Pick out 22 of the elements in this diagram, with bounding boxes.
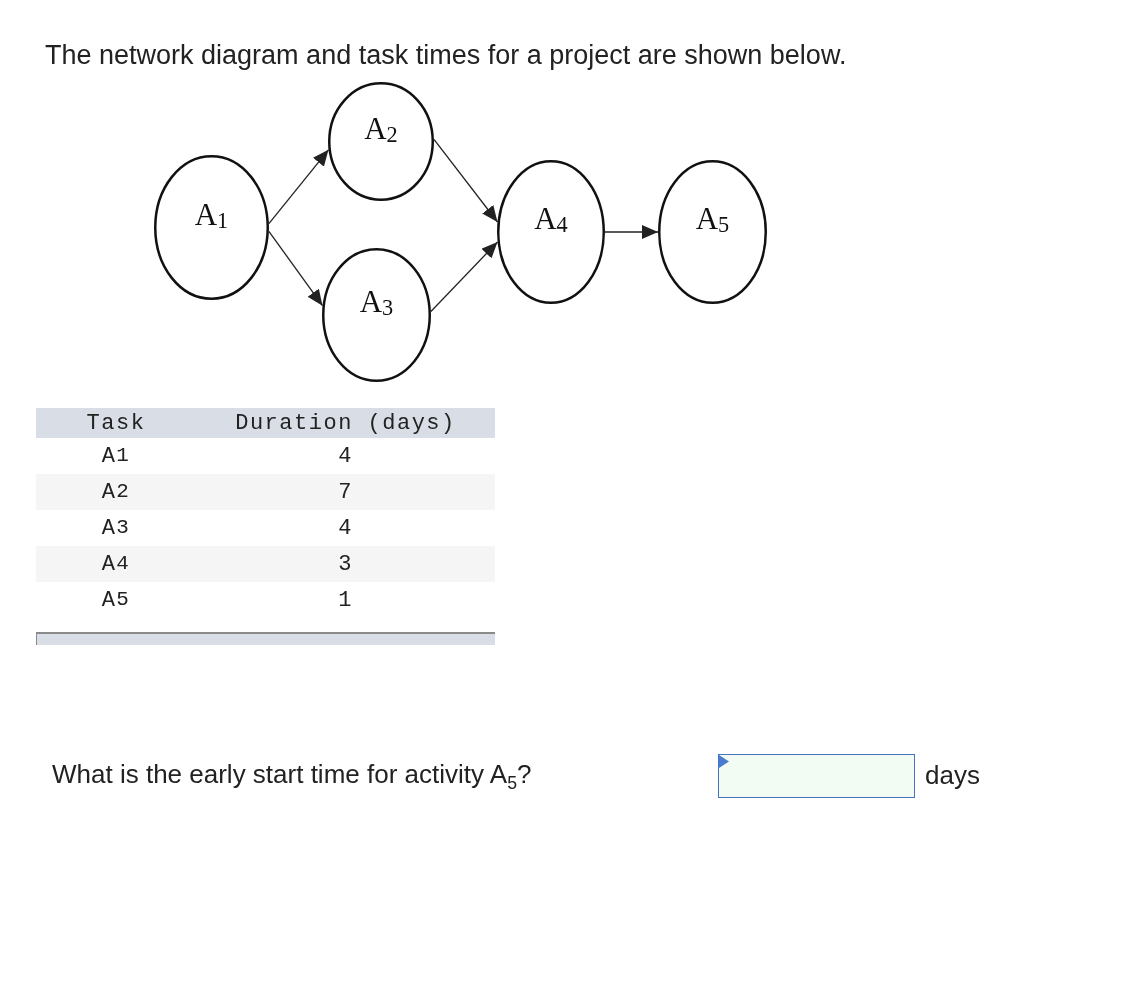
node-label: A$_{2}$ [364, 111, 398, 146]
arrow [268, 230, 324, 307]
activity-node [322, 248, 431, 382]
arrow [604, 225, 659, 239]
arrow [268, 149, 330, 225]
column-header: Duration (days) [196, 408, 495, 438]
table-cell: 7 [196, 474, 495, 510]
activity-node [154, 155, 269, 300]
node-label: A$_{4}$ [534, 202, 568, 236]
arrow [430, 241, 499, 313]
node-label: A$_{3}$ [359, 285, 394, 319]
node-label: A$_{5}$ [695, 202, 730, 236]
activity-node [497, 160, 605, 304]
arrow [433, 138, 499, 223]
title: The network diagram and task times for a project are shown below. [45, 39, 847, 71]
node-label: A$_{1}$ [194, 197, 229, 232]
activity-node [328, 82, 434, 201]
question-text: What is the early start time for activity A$_{5}$? [52, 759, 532, 789]
unit-label: days [925, 760, 980, 790]
activity-node [658, 160, 767, 304]
column-header: Task [36, 408, 196, 438]
table-cell: 3 [196, 546, 495, 582]
